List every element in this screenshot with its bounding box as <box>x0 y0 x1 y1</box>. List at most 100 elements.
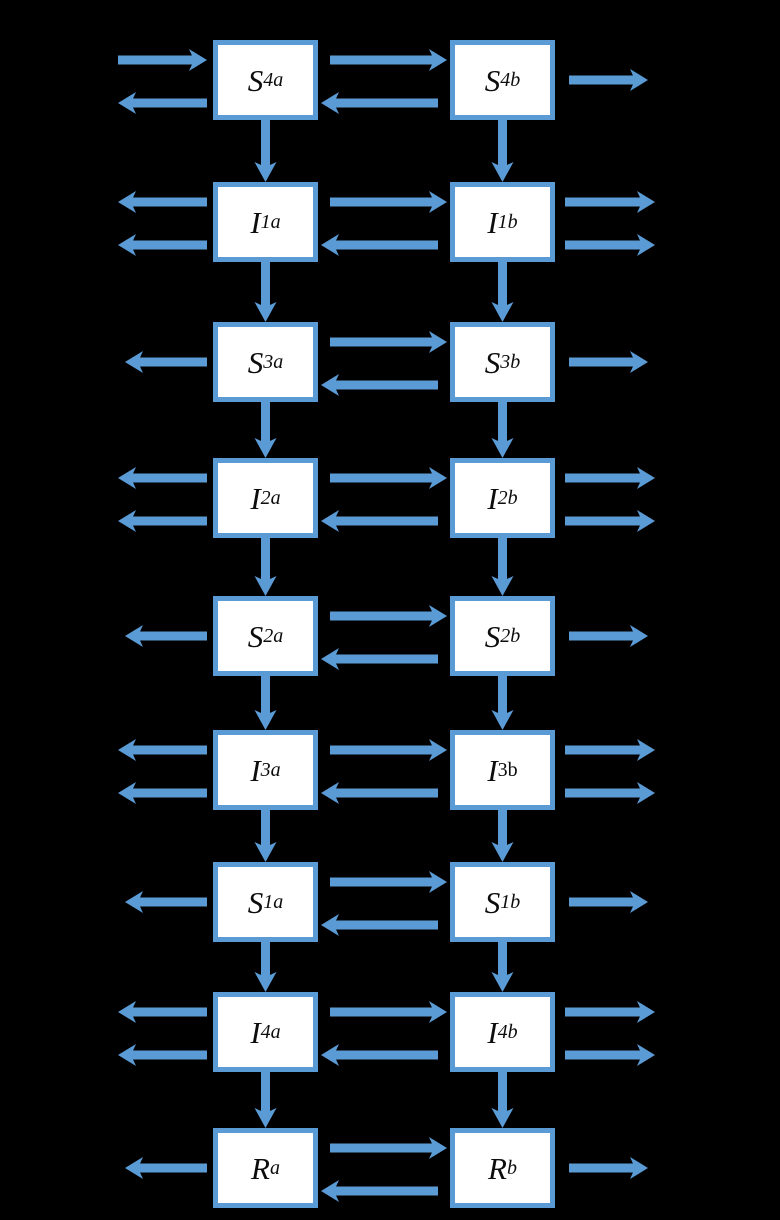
arrow-ab-R <box>330 1137 447 1159</box>
compartment-box <box>450 1128 555 1208</box>
compartment-box <box>450 458 555 538</box>
arrow-ab-S1 <box>330 871 447 893</box>
compartment-symbol: S <box>484 62 501 98</box>
arrow-outflow-right-I4-1 <box>565 1044 655 1066</box>
compartment-box <box>450 730 555 810</box>
arrow-down-b-I1 <box>491 262 514 322</box>
compartment-box <box>213 40 318 120</box>
arrow-down-b-S4 <box>491 120 514 182</box>
arrow-down-a-S3 <box>254 402 277 458</box>
compartment-symbol: S <box>247 62 264 98</box>
arrow-down-a-I3 <box>254 810 277 862</box>
arrow-ba-I1 <box>321 234 438 256</box>
arrow-outflow-left-R-0 <box>125 1157 207 1179</box>
arrow-outflow-right-I2-0 <box>565 467 655 489</box>
arrow-down-a-I4 <box>254 1072 277 1128</box>
compartment-box <box>213 458 318 538</box>
arrow-outflow-right-S4-0 <box>569 69 648 91</box>
arrow-ab-I3 <box>330 739 447 761</box>
arrow-ba-S1 <box>321 914 438 936</box>
compartment-box <box>213 1128 318 1208</box>
arrow-outflow-left-S2-0 <box>125 625 207 647</box>
arrow-outflow-right-R-0 <box>569 1157 648 1179</box>
compartment-symbol: I <box>487 1014 498 1050</box>
arrow-outflow-left-S1-0 <box>125 891 207 913</box>
compartment-symbol: S <box>247 884 264 920</box>
arrow-ab-I4 <box>330 1001 447 1023</box>
arrow-outflow-right-I4-0 <box>565 1001 655 1023</box>
arrow-outflow-left-S4-1 <box>118 92 207 114</box>
arrow-ba-I2 <box>321 510 438 532</box>
arrow-ab-S4 <box>330 49 447 71</box>
arrow-outflow-right-I3-0 <box>565 739 655 761</box>
compartment-symbol: I <box>487 752 498 788</box>
arrow-down-b-I4 <box>491 1072 514 1128</box>
arrow-down-a-S1 <box>254 942 277 992</box>
arrow-ba-R <box>321 1180 438 1202</box>
arrow-down-b-S1 <box>491 942 514 992</box>
arrow-ab-I1 <box>330 191 447 213</box>
arrow-outflow-left-I3-0 <box>118 739 207 761</box>
arrow-ba-S3 <box>321 374 438 396</box>
arrow-ba-I3 <box>321 782 438 804</box>
arrow-outflow-left-I4-0 <box>118 1001 207 1023</box>
arrow-outflow-left-I1-0 <box>118 191 207 213</box>
arrow-ba-S4 <box>321 92 438 114</box>
compartment-box <box>450 182 555 262</box>
compartment-symbol: S <box>247 618 264 654</box>
compartment-box <box>213 322 318 402</box>
compartment-box <box>213 182 318 262</box>
arrow-ab-S3 <box>330 331 447 353</box>
arrow-down-a-S2 <box>254 676 277 730</box>
arrow-down-b-S3 <box>491 402 514 458</box>
compartment-box <box>450 322 555 402</box>
arrow-outflow-left-I2-0 <box>118 467 207 489</box>
compartment-box <box>213 596 318 676</box>
arrow-outflow-right-I1-1 <box>565 234 655 256</box>
arrow-down-b-I3 <box>491 810 514 862</box>
arrow-ba-S2 <box>321 648 438 670</box>
compartment-symbol: I <box>250 480 261 516</box>
compartment-symbol: R <box>488 1150 507 1186</box>
compartment-symbol: I <box>487 480 498 516</box>
compartment-symbol: S <box>484 618 501 654</box>
compartment-symbol: I <box>250 204 261 240</box>
compartment-box <box>213 862 318 942</box>
arrow-outflow-right-I1-0 <box>565 191 655 213</box>
arrow-outflow-right-S3-0 <box>569 351 648 373</box>
compartment-symbol: I <box>487 204 498 240</box>
arrow-ab-I2 <box>330 467 447 489</box>
